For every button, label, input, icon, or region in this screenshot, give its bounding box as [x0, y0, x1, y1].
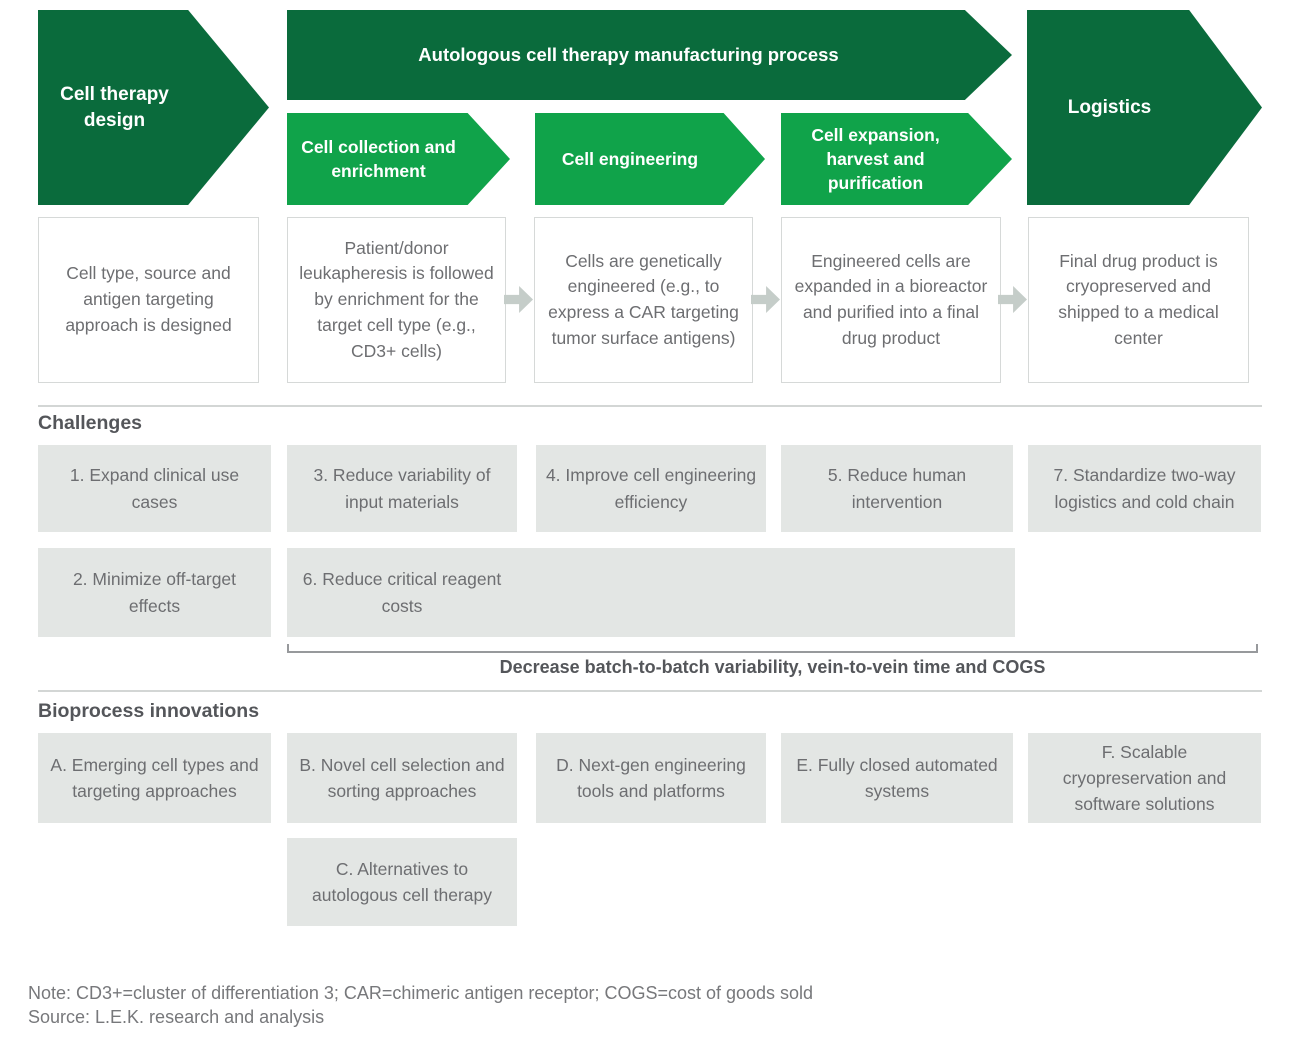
description-text: Engineered cells are expanded in a biore…	[794, 250, 988, 348]
description-box: Patient/donor leukapheresis is followed …	[287, 217, 506, 383]
innovation-box: D. Next-gen engineering tools and platfo…	[536, 733, 766, 823]
stage-arrow-cell-therapy-design: Cell therapy design	[38, 10, 269, 205]
innovations-heading: Bioprocess innovations	[38, 700, 260, 722]
flow-arrow-icon	[504, 286, 533, 313]
innovation-box: A. Emerging cell types and targeting app…	[38, 733, 271, 823]
description-text: Cells are genetically engineered (e.g., …	[548, 250, 739, 348]
innovation-box: E. Fully closed automated systems	[781, 733, 1013, 823]
challenge-text: 5. Reduce human intervention	[827, 465, 967, 512]
banner-arrow-label: Autologous cell therapy manufacturing pr…	[418, 44, 839, 65]
innovation-text: C. Alternatives to autologous cell thera…	[312, 858, 492, 905]
bracket-label: Decrease batch-to-batch variability, vei…	[499, 657, 1046, 677]
stage-arrow-cell-expansion: Cell expansion, harvest and purification	[781, 113, 1012, 205]
innovation-text: D. Next-gen engineering tools and platfo…	[556, 754, 746, 801]
challenge-text: 3. Reduce variability of input materials	[313, 465, 491, 512]
stage-arrow-label: Cell expansion, harvest and purification	[811, 124, 940, 194]
challenge-box: 7. Standardize two-way logistics and col…	[1028, 445, 1261, 532]
challenge-box: 4. Improve cell engineering efficiency	[536, 445, 766, 532]
innovation-text: F. Scalable cryopreservation and softwar…	[1062, 741, 1227, 815]
bracket	[287, 644, 1258, 653]
flow-arrow-icon	[751, 286, 780, 313]
description-text: Cell type, source and antigen targeting …	[65, 263, 232, 335]
challenge-text: 4. Improve cell engineering efficiency	[545, 465, 757, 512]
stage-arrow-label: Cell collection and enrichment	[301, 136, 456, 181]
challenge-text: 1. Expand clinical use cases	[69, 465, 240, 512]
challenge-box: 1. Expand clinical use cases	[38, 445, 271, 532]
innovation-text: A. Emerging cell types and targeting app…	[50, 754, 259, 801]
flow-arrow-icon	[998, 286, 1027, 313]
innovation-box: B. Novel cell selection and sorting appr…	[287, 733, 517, 823]
challenges-heading: Challenges	[38, 412, 143, 434]
description-box: Cells are genetically engineered (e.g., …	[534, 217, 753, 383]
description-box: Final drug product is cryopreserved and …	[1028, 217, 1249, 383]
challenge-box: 5. Reduce human intervention	[781, 445, 1013, 532]
stage-arrow-label: Logistics	[1067, 96, 1152, 118]
challenge-box-wide: 6. Reduce critical reagent costs	[287, 548, 1015, 637]
stage-arrow-label: Cell therapy design	[60, 83, 169, 131]
banner-arrow-manufacturing-process: Autologous cell therapy manufacturing pr…	[287, 10, 1012, 100]
challenge-box: 3. Reduce variability of input materials	[287, 445, 517, 532]
innovation-text: B. Novel cell selection and sorting appr…	[299, 754, 505, 801]
note-text: Note: CD3+=cluster of differentiation 3;…	[28, 983, 814, 1003]
description-box: Cell type, source and antigen targeting …	[38, 217, 259, 383]
stage-arrow-cell-collection: Cell collection and enrichment	[287, 113, 510, 205]
source-text: Source: L.E.K. research and analysis	[28, 1007, 325, 1027]
stage-arrow-logistics: Logistics	[1027, 10, 1262, 205]
description-box: Engineered cells are expanded in a biore…	[781, 217, 1001, 383]
stage-arrow-label: Cell engineering	[561, 148, 699, 169]
innovation-box: F. Scalable cryopreservation and softwar…	[1028, 733, 1261, 823]
challenge-text: 2. Minimize off-target effects	[72, 569, 237, 616]
description-text: Patient/donor leukapheresis is followed …	[299, 237, 494, 361]
innovation-text: E. Fully closed automated systems	[796, 754, 998, 801]
challenge-text: 6. Reduce critical reagent costs	[302, 569, 502, 616]
stage-arrow-cell-engineering: Cell engineering	[535, 113, 765, 205]
innovation-box: C. Alternatives to autologous cell thera…	[287, 838, 517, 926]
challenge-box: 2. Minimize off-target effects	[38, 548, 271, 637]
divider	[38, 690, 1262, 692]
divider	[38, 405, 1262, 407]
footer: Note: CD3+=cluster of differentiation 3;…	[28, 981, 813, 1029]
description-text: Final drug product is cryopreserved and …	[1058, 250, 1219, 348]
challenge-text: 7. Standardize two-way logistics and col…	[1053, 465, 1236, 512]
